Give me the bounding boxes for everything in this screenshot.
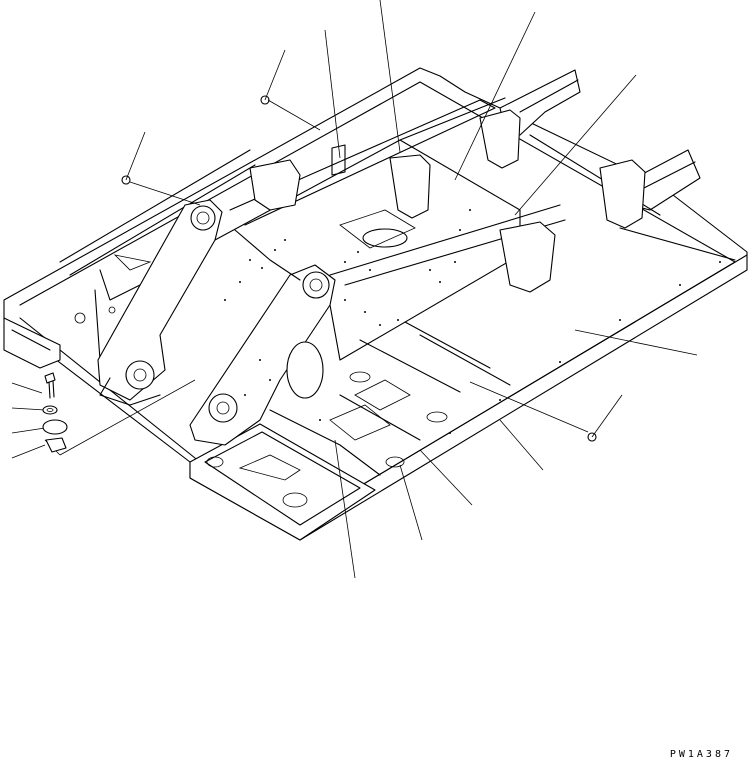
bolt-left xyxy=(121,131,201,206)
bolt-top-left xyxy=(260,49,321,131)
rivet-dots xyxy=(224,209,721,434)
upper-brackets xyxy=(249,109,646,293)
leader-lines xyxy=(11,0,698,579)
bolt-right xyxy=(469,381,623,442)
boom-bracket-left xyxy=(97,199,223,406)
drawing-code: PW1A387 xyxy=(669,749,733,760)
center-plate xyxy=(214,97,566,476)
main-frame xyxy=(3,67,748,541)
exploded-hardware xyxy=(42,372,68,453)
boom-bracket-right xyxy=(189,264,336,446)
